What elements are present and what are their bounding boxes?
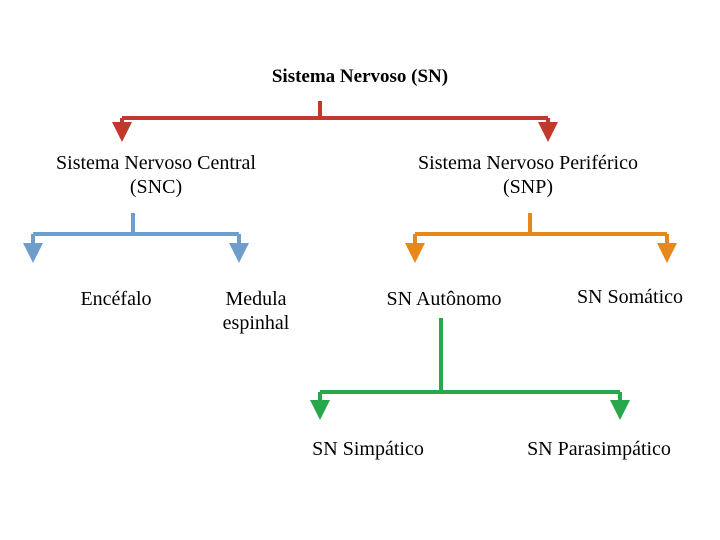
node-medula-espinhal: Medula espinhal bbox=[222, 288, 290, 334]
connector-snc-to-children bbox=[23, 213, 249, 263]
connector-snp-to-children bbox=[405, 213, 677, 263]
node-sn-parasimpatico: SN Parasimpático bbox=[527, 438, 671, 460]
node-sistema-nervoso-periferico: Sistema Nervoso Periférico (SNP) bbox=[418, 152, 638, 198]
node-encefalo: Encéfalo bbox=[80, 288, 152, 310]
node-sn-autonomo: SN Autônomo bbox=[386, 288, 502, 310]
node-sn-simpatico: SN Simpático bbox=[312, 438, 424, 460]
connector-sn-to-children bbox=[112, 101, 558, 142]
node-sn-somatico: SN Somático bbox=[576, 286, 684, 308]
node-sistema-nervoso: Sistema Nervoso (SN) bbox=[271, 66, 449, 87]
connector-autonomo-to-children bbox=[310, 318, 630, 420]
node-sistema-nervoso-central: Sistema Nervoso Central (SNC) bbox=[56, 152, 256, 198]
